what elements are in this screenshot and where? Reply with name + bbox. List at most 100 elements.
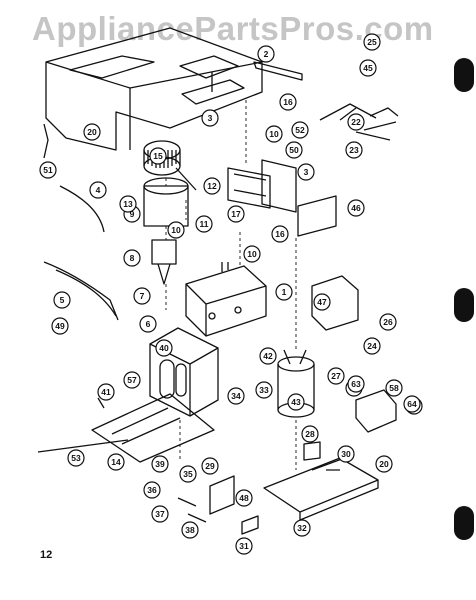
callout-label: 13 <box>123 199 133 209</box>
callout-58: 58 <box>385 379 403 397</box>
callout-label: 7 <box>140 291 145 301</box>
callout-46: 46 <box>347 199 365 217</box>
callout-circle <box>235 537 253 555</box>
callout-20: 20 <box>375 455 393 473</box>
callout-circle <box>67 449 85 467</box>
callout-12: 12 <box>203 177 221 195</box>
callout-48: 48 <box>235 489 253 507</box>
callout-5: 5 <box>53 291 71 309</box>
callout-label: 43 <box>291 397 301 407</box>
callout-label: 4 <box>96 185 101 195</box>
callout-circle <box>39 161 57 179</box>
callout-label: 25 <box>367 37 377 47</box>
callout-circle <box>123 249 141 267</box>
callout-20: 20 <box>83 123 101 141</box>
callout-13: 13 <box>119 195 137 213</box>
callout-7: 7 <box>133 287 151 305</box>
callout-label: 27 <box>331 371 341 381</box>
callout-circle <box>259 347 277 365</box>
binder-tab-middle <box>454 288 474 322</box>
callout-circle <box>151 455 169 473</box>
chassis-assembly <box>45 27 263 151</box>
callout-label: 47 <box>317 297 327 307</box>
callout-circle <box>265 125 283 143</box>
callout-circle <box>347 199 365 217</box>
callout-label: 1 <box>282 287 287 297</box>
callout-circle <box>327 367 345 385</box>
callout-32: 32 <box>293 519 311 537</box>
callout-label: 31 <box>239 541 249 551</box>
callout-40: 40 <box>155 339 173 357</box>
callout-label: 48 <box>239 493 249 503</box>
callout-45: 45 <box>359 59 377 77</box>
callout-circle <box>53 291 71 309</box>
callout-49: 49 <box>51 317 69 335</box>
callout-circle <box>313 293 331 311</box>
callout-label: 10 <box>269 129 279 139</box>
callout-47: 47 <box>313 293 331 311</box>
callout-circle <box>203 177 221 195</box>
callout-label: 20 <box>379 459 389 469</box>
callout-8: 8 <box>123 249 141 267</box>
callout-circle <box>379 313 397 331</box>
callout-30: 30 <box>337 445 355 463</box>
callout-label: 16 <box>283 97 293 107</box>
callout-35: 35 <box>179 465 197 483</box>
callout-label: 40 <box>159 343 169 353</box>
callout-33: 33 <box>255 381 273 399</box>
small-hardware <box>37 107 399 535</box>
callout-label: 23 <box>349 145 359 155</box>
callout-26: 26 <box>379 313 397 331</box>
callout-label: 57 <box>127 375 137 385</box>
callout-label: 6 <box>146 319 151 329</box>
callout-label: 50 <box>289 145 299 155</box>
callout-label: 16 <box>275 229 285 239</box>
callout-label: 26 <box>383 317 393 327</box>
callout-64: 64 <box>403 395 421 413</box>
callout-label: 36 <box>147 485 157 495</box>
callout-circle <box>347 113 365 131</box>
callout-circle <box>275 283 293 301</box>
callout-circle <box>227 205 245 223</box>
binder-tab-top <box>454 58 474 92</box>
callout-circle <box>201 109 219 127</box>
callout-label: 35 <box>183 469 193 479</box>
binder-tab-bottom <box>454 506 474 540</box>
callout-circle <box>97 383 115 401</box>
callout-circle <box>119 195 137 213</box>
callout-36: 36 <box>143 481 161 499</box>
callout-label: 41 <box>101 387 111 397</box>
callout-label: 51 <box>43 165 53 175</box>
callout-label: 3 <box>304 167 309 177</box>
callout-label: 53 <box>71 453 81 463</box>
callout-34: 34 <box>227 387 245 405</box>
callout-circle <box>167 221 185 239</box>
callout-25: 25 <box>363 33 381 51</box>
callout-circle <box>297 163 315 181</box>
callout-label: 39 <box>155 459 165 469</box>
callout-53: 53 <box>67 449 85 467</box>
callout-label: 42 <box>263 351 273 361</box>
magnetron <box>185 262 267 337</box>
callout-circle <box>201 457 219 475</box>
callout-label: 10 <box>247 249 257 259</box>
callout-41: 41 <box>97 383 115 401</box>
callout-label: 52 <box>295 125 305 135</box>
callout-22: 22 <box>347 113 365 131</box>
fan-motor-housing <box>143 167 197 285</box>
callout-circle <box>255 381 273 399</box>
callout-circle <box>143 481 161 499</box>
callout-label: 32 <box>297 523 307 533</box>
callout-3: 3 <box>297 163 315 181</box>
callout-label: 5 <box>60 295 65 305</box>
callout-39: 39 <box>151 455 169 473</box>
callout-23: 23 <box>345 141 363 159</box>
callout-label: 38 <box>185 525 195 535</box>
callout-10: 10 <box>243 245 261 263</box>
callout-label: 45 <box>363 63 373 73</box>
callout-label: 9 <box>130 209 135 219</box>
callout-16: 16 <box>271 225 289 243</box>
callout-circle <box>151 505 169 523</box>
